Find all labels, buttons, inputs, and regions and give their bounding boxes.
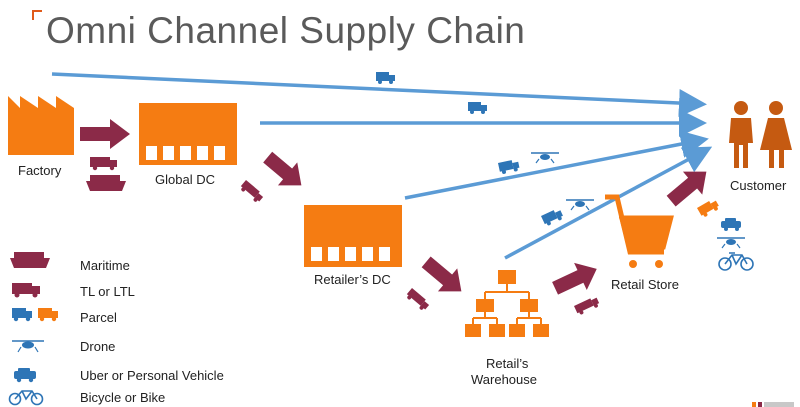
- legend-drone-label: Drone: [80, 339, 116, 354]
- warehouse-label-line2: Warehouse: [471, 372, 537, 387]
- legend-bicycle-icon: [8, 390, 44, 406]
- legend-truck-icon: [12, 283, 40, 298]
- title-corner-accent: [32, 10, 42, 20]
- factory-label: Factory: [18, 163, 62, 178]
- global-dc-label: Global DC: [155, 172, 215, 187]
- factory-icon: [8, 96, 74, 155]
- customer-icon: [729, 101, 792, 168]
- drone-icon: [531, 152, 559, 164]
- legend-uber-vehicle-icon: [14, 368, 36, 383]
- parcel-truck-icon: [376, 72, 395, 84]
- arrow-warehouse-to-store: [552, 262, 597, 295]
- orange-parcel-truck-icon: [697, 200, 719, 217]
- shopping-cart-icon: [605, 194, 674, 268]
- flow-warehouse-to-customer: [504, 146, 713, 260]
- truck-icon: [240, 180, 264, 202]
- legend-parcel-label: Parcel: [80, 310, 117, 325]
- retailer-dc-label: Retailer’s DC: [314, 272, 391, 287]
- legend-ship-icon: [10, 252, 50, 268]
- tl-truck-icons: [90, 157, 600, 315]
- parcel-truck-icon: [498, 160, 520, 174]
- bicycle-icon: [718, 252, 754, 271]
- parcel-truck-icon: [468, 102, 487, 114]
- blue-flow-lines: [51, 72, 713, 260]
- parcel-truck-icons: [376, 72, 741, 231]
- arrow-retailerdc-to-warehouse: [421, 256, 462, 292]
- legend-uber-label: Uber or Personal Vehicle: [80, 368, 224, 383]
- warehouse-label-line1: Retail’s: [486, 356, 529, 371]
- flow-globaldc-lower-to-customer: [404, 130, 709, 200]
- customer-label: Customer: [730, 178, 787, 193]
- maroon-flow-arrows: [80, 119, 707, 295]
- arrow-globaldc-to-retailerdc: [263, 151, 302, 186]
- page-title: Omni Channel Supply Chain: [46, 10, 526, 51]
- truck-icon: [90, 157, 117, 171]
- legend-parcel-truck-orange-icon: [38, 308, 58, 322]
- legend-bike-label: Bicycle or Bike: [80, 390, 166, 405]
- legend-maritime-label: Maritime: [80, 258, 130, 273]
- legend-parcel-truck-blue-icon: [12, 308, 32, 322]
- truck-icon: [406, 288, 430, 310]
- drone-icon: [717, 237, 745, 249]
- retail-store-label: Retail Store: [611, 277, 679, 292]
- flow-factory-to-customer: [51, 72, 707, 118]
- drone-icons: [531, 152, 745, 249]
- logo-fragment: [752, 402, 794, 407]
- legend-icons: [8, 252, 58, 406]
- retailer-dc-icon: [304, 205, 402, 267]
- truck-icon: [574, 297, 600, 315]
- arrow-store-to-customer: [666, 171, 707, 207]
- uber-vehicle-icon: [721, 218, 741, 231]
- warehouse-icon: [465, 270, 549, 337]
- legend-tl-ltl-label: TL or LTL: [80, 284, 135, 299]
- parcel-truck-icon: [541, 210, 563, 226]
- global-dc-icon: [139, 103, 237, 165]
- arrow-factory-to-globaldc: [80, 119, 130, 149]
- drone-icon: [566, 199, 594, 211]
- legend-drone-icon: [12, 340, 44, 353]
- ship-icon: [86, 175, 126, 191]
